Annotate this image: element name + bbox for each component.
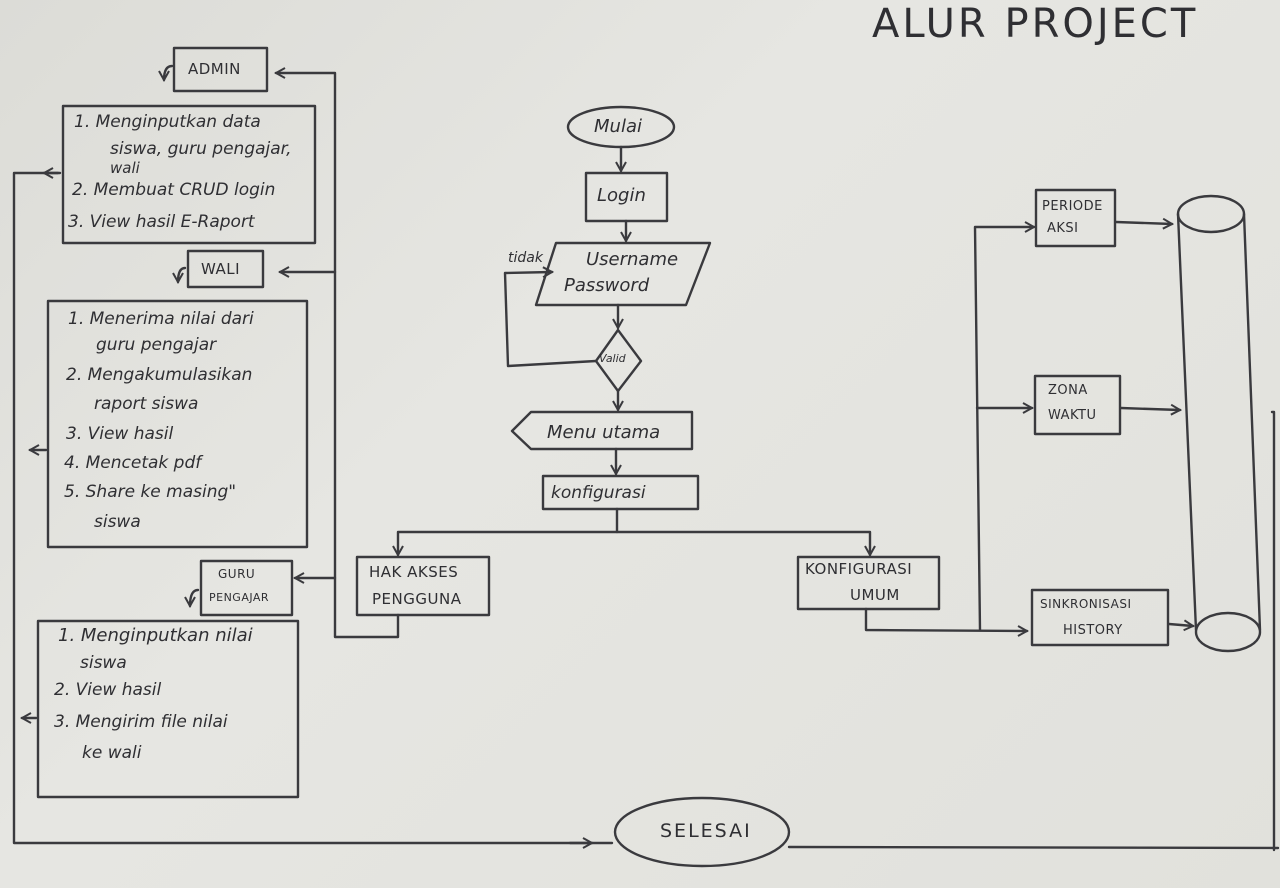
page-title: ALUR PROJECT (872, 1, 1199, 47)
guru-duty-line: siswa (80, 653, 127, 673)
guru-duty-line: 3. Mengirim file nilai (54, 712, 228, 732)
zona-box (1033, 374, 1122, 436)
admin-label-box (172, 46, 269, 93)
admin-duty-line: 3. View hasil E-Raport (68, 212, 255, 232)
guru-duty-line: 2. View hasil (54, 680, 162, 700)
access-rights-box (355, 555, 491, 617)
main-menu-label: Menu utama (547, 422, 661, 443)
periode-line1: PERIODE (1042, 199, 1103, 214)
config-label: konfigurasi (551, 483, 646, 503)
zona-line2: WAKTU (1048, 408, 1097, 423)
admin-duties-box (61, 104, 317, 245)
database-cylinder (1176, 194, 1262, 653)
guru-label-line2: PENGAJAR (209, 591, 270, 604)
admin-label: ADMIN (188, 60, 241, 78)
login-label: Login (597, 185, 646, 206)
zona-line1: ZONA (1048, 383, 1088, 398)
access-line2: PENGGUNA (372, 590, 462, 608)
main-menu-display-shape (510, 410, 694, 451)
access-line1: HAK AKSES (369, 563, 459, 581)
wali-duty-line: raport siswa (94, 394, 199, 414)
admin-duty-line: 1. Menginputkan data (74, 112, 261, 132)
sync-box (1030, 588, 1170, 647)
sync-line1: SINKRONISASI (1040, 597, 1132, 611)
no-branch-label: tidak (508, 250, 543, 266)
periode-line2: AKSI (1047, 221, 1079, 236)
guru-duties-box (36, 619, 300, 799)
general-line1: KONFIGURASI (805, 560, 913, 578)
wali-duty-line: guru pengajar (96, 335, 217, 355)
credentials-input-parallelogram (534, 241, 712, 307)
wali-label: WALI (201, 260, 241, 278)
wali-duty-line: 4. Mencetak pdf (64, 453, 202, 473)
guru-duty-line: ke wali (82, 743, 142, 763)
guru-duty-line: 1. Menginputkan nilai (58, 625, 253, 646)
wali-label-box (186, 249, 265, 289)
end-label: SELESAI (660, 820, 752, 842)
wali-duties-box (46, 299, 309, 549)
sync-line2: HISTORY (1063, 623, 1123, 638)
guru-label-line1: GURU (218, 567, 256, 581)
wali-duty-line: siswa (94, 512, 141, 532)
valid-label: Valid (599, 352, 626, 365)
general-line2: UMUM (850, 586, 900, 604)
end-terminator (613, 796, 791, 868)
start-label: Mulai (594, 116, 642, 137)
wali-duty-line: 3. View hasil (66, 424, 174, 444)
admin-duty-line: wali (110, 159, 140, 177)
admin-duty-line: siswa, guru pengajar, (110, 139, 292, 159)
config-process-box (541, 474, 700, 511)
periode-box (1034, 188, 1117, 248)
wali-duty-line: 5. Share ke masing" (64, 482, 237, 502)
username-label: Username (586, 249, 679, 270)
wali-duty-line: 2. Mengakumulasikan (66, 365, 253, 385)
admin-duty-line: 2. Membuat CRUD login (72, 180, 276, 200)
wali-duty-line: 1. Menerima nilai dari (68, 309, 254, 329)
guru-label-box (199, 559, 294, 617)
general-config-box (796, 555, 941, 611)
password-label: Password (564, 275, 650, 296)
